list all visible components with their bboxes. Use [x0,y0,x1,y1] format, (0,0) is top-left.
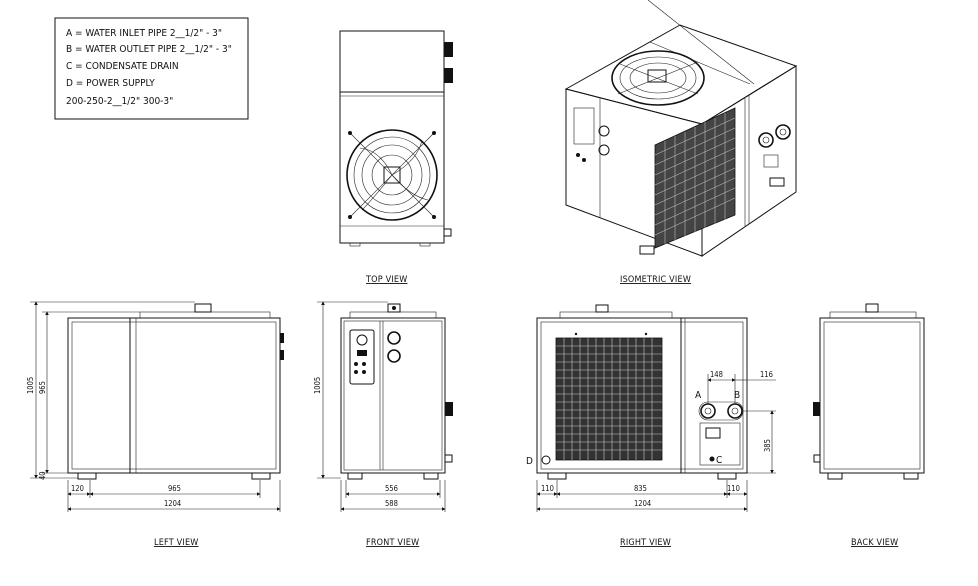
pipe-a-icon [700,403,716,419]
label-c: C [716,455,722,466]
left-dim-offset: 120 [71,484,84,493]
top-view: TOP VIEW [339,30,453,285]
right-view: D A B C 148 116 385 [526,304,776,548]
label-a: A [695,390,702,401]
condensate-drain-icon [709,456,715,462]
legend-condensate-drain: C = CONDENSATE DRAIN [66,61,179,72]
right-dim-pipe-edge: 116 [760,370,773,379]
front-dim-total-width: 588 [385,499,398,508]
back-view: BACK VIEW [813,303,925,548]
iso-fan-icon [611,50,705,106]
legend-pipe-sizes: 200-250-2__1/2" 300-3" [66,96,173,107]
left-view-outline [67,317,281,474]
right-dim-inner-width: 835 [634,484,647,493]
right-grille [555,337,663,461]
left-dim-total-width: 1204 [164,499,181,508]
front-control-panel [349,329,375,385]
legend-box: A = WATER INLET PIPE 2__1/2" - 3" B = WA… [54,17,249,120]
front-gauge-2 [387,349,401,363]
right-dim-pipe-spacing: 148 [710,370,723,379]
right-dim-right-offset: 110 [727,484,740,493]
top-pipe-a [444,42,453,57]
right-dim-total-width: 1204 [634,499,651,508]
right-power-supply [541,455,551,465]
iso-control-panel [573,107,595,145]
right-pipes [698,401,744,421]
isometric-view-caption: ISOMETRIC VIEW [620,275,691,285]
top-pipe-b [444,68,453,83]
left-view-caption: LEFT VIEW [154,538,198,548]
left-dim-foot: 40 [38,471,47,480]
front-view-outline [340,317,446,474]
front-dim-height: 1005 [313,377,322,394]
front-view-caption: FRONT VIEW [366,538,419,548]
back-view-caption: BACK VIEW [851,538,898,548]
top-drain [443,228,452,237]
left-dim-inner-width: 965 [168,484,181,493]
front-dim-inner-width: 556 [385,484,398,493]
right-dim-pipe-height: 385 [763,439,772,452]
top-view-caption: TOP VIEW [365,275,407,285]
front-gauge-1 [387,331,401,345]
legend-frame [54,17,249,120]
right-view-caption: RIGHT VIEW [620,538,671,548]
iso-grille [654,107,736,249]
legend-power-supply: D = POWER SUPPLY [66,78,155,89]
left-dim-total-height: 1005 [26,377,35,394]
right-service-panel [699,422,741,466]
top-view-outline [339,30,445,244]
isometric-view: ISOMETRIC VIEW [564,0,798,285]
iso-top-face [564,24,798,125]
legend-water-inlet: A = WATER INLET PIPE 2__1/2" - 3" [66,28,222,39]
legend-water-outlet: B = WATER OUTLET PIPE 2__1/2" - 3" [66,44,232,55]
iso-pipe-a [758,132,774,148]
front-view: 1005 556 588 FRONT VIEW [313,301,453,548]
back-view-outline [819,317,925,474]
right-dim-left-offset: 110 [541,484,554,493]
top-fan-icon [346,129,438,221]
label-b: B [734,390,740,401]
iso-pipe-b [775,124,791,140]
left-view: 1005 965 40 120 965 1204 LEFT VIEW [26,301,284,548]
left-dim-body-height: 965 [38,381,47,394]
label-d: D [526,456,533,467]
pipe-b-icon [727,403,743,419]
